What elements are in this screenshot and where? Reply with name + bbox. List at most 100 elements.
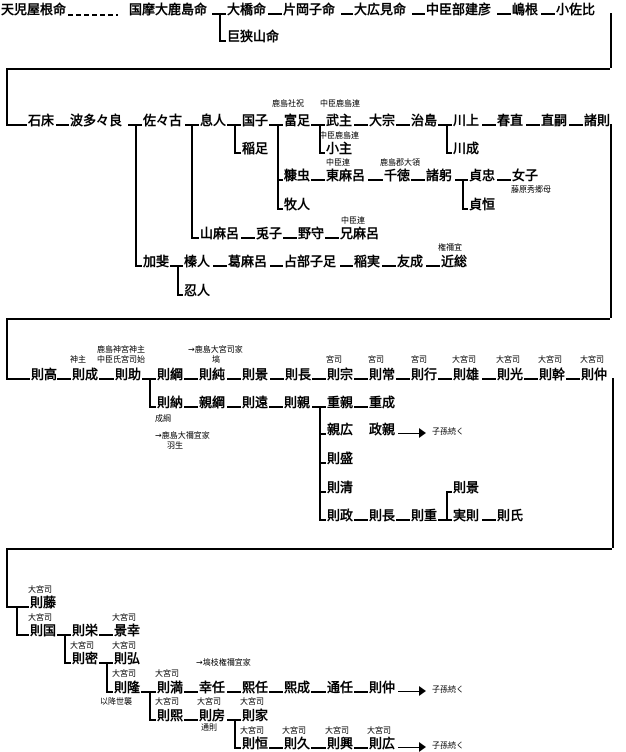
- person-n64: 重親: [327, 396, 354, 411]
- connector-line: [184, 691, 198, 693]
- connector-line: [319, 491, 326, 493]
- annotation-label: 中臣氏宮司始: [97, 355, 145, 364]
- connector-line: [319, 519, 326, 521]
- annotation-label: 大宮司: [240, 697, 264, 706]
- connector-line: [241, 237, 255, 239]
- person-n21: 川上: [453, 114, 480, 129]
- person-n70: 則景: [453, 481, 480, 496]
- person-n55: 則行: [411, 368, 438, 383]
- connector-line: [319, 433, 326, 435]
- connector-line: [135, 124, 137, 265]
- arrow-head-icon: [419, 428, 426, 438]
- connector-line: [354, 747, 368, 749]
- annotation-label: 大宮司: [452, 355, 476, 364]
- person-n24: 直嗣: [541, 114, 568, 129]
- person-n46: 則高: [31, 368, 58, 383]
- connector-line: [412, 13, 425, 15]
- person-n30: 貞忠: [469, 169, 496, 184]
- person-n17: 武主: [326, 114, 353, 129]
- connector-line: [311, 124, 325, 126]
- annotation-label: 大宮司: [155, 697, 179, 706]
- person-n10: 石床: [28, 114, 55, 129]
- connector-line: [106, 691, 113, 693]
- connector-line: [396, 124, 410, 126]
- annotation-label: 中臣鹿島連: [320, 99, 360, 108]
- connector-line: [149, 406, 156, 408]
- person-n32: 貞恒: [469, 198, 496, 213]
- person-n78: 則栄: [72, 624, 99, 639]
- person-n49: 則綱: [157, 368, 184, 383]
- annotation-label: 宮司: [411, 355, 427, 364]
- connector-line: [6, 68, 610, 70]
- person-n57: 則光: [497, 368, 524, 383]
- person-n38: 加斐: [143, 255, 170, 270]
- connector-line: [191, 237, 199, 239]
- person-n59: 則仲: [581, 368, 608, 383]
- annotation-label: 鹿島神宮神主: [97, 345, 145, 354]
- person-n60: 則納: [157, 396, 184, 411]
- connector-line: [610, 124, 612, 318]
- annotation-label: 宮司: [326, 355, 342, 364]
- connector-line: [446, 491, 448, 519]
- person-n22: 川成: [453, 142, 480, 157]
- annotation-label: 神主: [70, 355, 86, 364]
- connector-line: [269, 124, 283, 126]
- connector-line: [319, 462, 326, 464]
- person-n41: 占部子足: [284, 255, 337, 270]
- connector-line: [99, 634, 113, 636]
- person-n53: 則宗: [327, 368, 354, 383]
- annotation-label: 大宮司: [538, 355, 562, 364]
- annotation-label: 大宮司: [28, 585, 52, 594]
- connector-line: [219, 13, 221, 40]
- annotation-label: 子孫続く: [432, 741, 464, 750]
- connector-line: [340, 265, 353, 267]
- connector-line: [135, 265, 142, 267]
- connector-line: [411, 179, 425, 181]
- person-n61: 親綱: [199, 396, 226, 411]
- annotation-label: 大宮司: [580, 355, 604, 364]
- connector-line: [455, 179, 468, 181]
- person-n06: 中臣部建彦: [426, 3, 492, 18]
- person-n18: 小主: [326, 142, 353, 157]
- person-n13: 息人: [200, 114, 227, 129]
- person-n66: 親広: [327, 423, 354, 438]
- person-n62: 則遠: [242, 396, 269, 411]
- person-n51: 則景: [242, 368, 269, 383]
- person-n56: 則雄: [453, 368, 480, 383]
- annotation-label: 藤原秀郷母: [511, 185, 551, 194]
- annotation-label: 大宮司: [325, 726, 349, 735]
- connector-line: [325, 237, 339, 239]
- person-n73: 則重: [411, 509, 438, 524]
- connector-line: [270, 378, 284, 380]
- person-n44: 近総: [441, 255, 468, 270]
- person-n26: 糠虫: [284, 169, 311, 184]
- connector-line: [56, 124, 69, 126]
- connector-line: [106, 662, 108, 691]
- connector-line: [446, 491, 452, 493]
- connector-line: [482, 124, 496, 126]
- connector-line: [426, 265, 440, 267]
- person-n43: 友成: [397, 255, 424, 270]
- connector-line: [219, 40, 226, 42]
- connector-line: [191, 124, 193, 237]
- connector-line: [311, 691, 326, 693]
- annotation-label: 鹿島社祝: [272, 99, 304, 108]
- annotation-label: 大宮司: [240, 726, 264, 735]
- person-n31: 女子: [512, 169, 539, 184]
- person-n02: 国摩大鹿島命: [129, 3, 208, 18]
- connector-line: [462, 179, 464, 208]
- person-n76: 則藤: [30, 596, 57, 611]
- annotation-label: 大宮司: [496, 355, 520, 364]
- connector-line: [319, 124, 321, 152]
- person-n19: 大宗: [369, 114, 396, 129]
- connector-line: [16, 606, 18, 634]
- person-n94: 則興: [327, 737, 354, 752]
- connector-line: [277, 208, 283, 210]
- person-n07: 嶋根: [512, 3, 539, 18]
- connector-line: [6, 68, 8, 124]
- arrow-head-icon: [419, 686, 426, 696]
- person-n89: 則煕: [157, 709, 184, 724]
- connector-line: [57, 378, 71, 380]
- annotation-label: 大宮司: [155, 669, 179, 678]
